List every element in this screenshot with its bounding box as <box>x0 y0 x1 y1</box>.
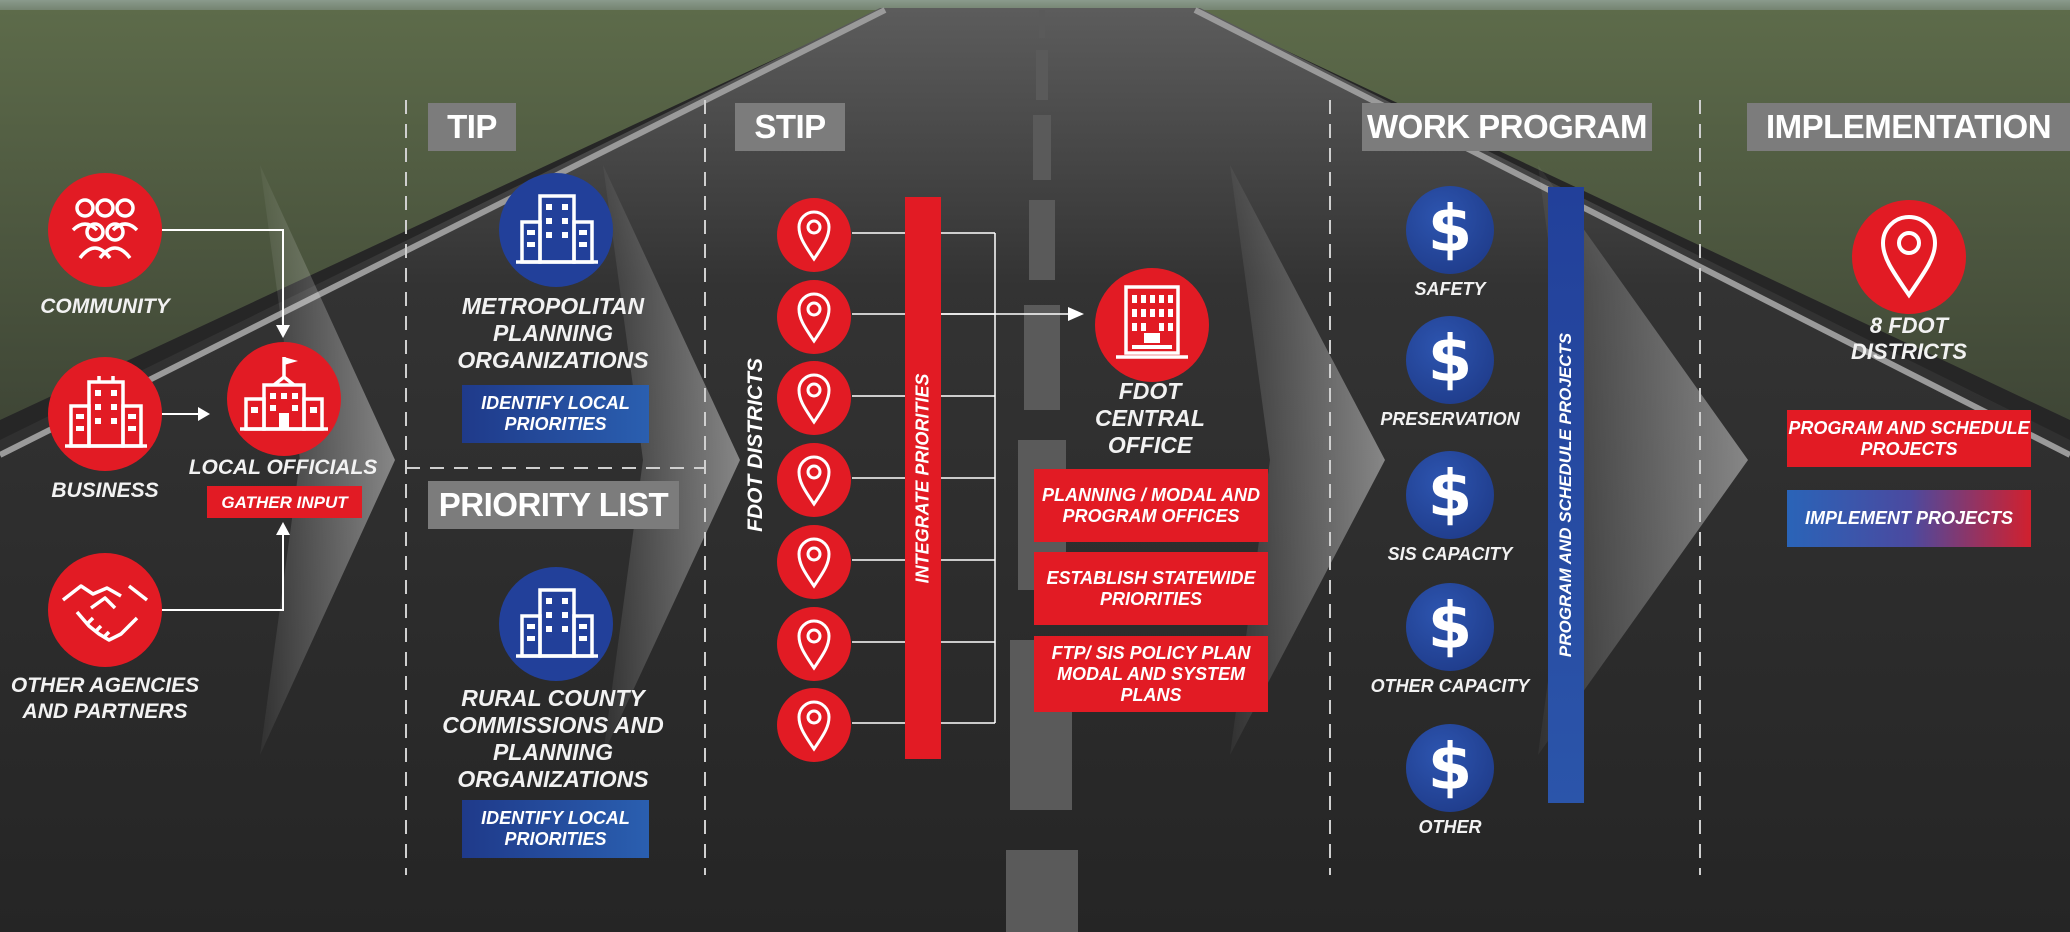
district-pin-icon <box>777 361 851 435</box>
fund-item: $ PRESERVATION <box>1360 310 1540 430</box>
flow-chevron-4 <box>1538 165 1748 755</box>
local-officials-label: LOCAL OFFICIALS <box>188 456 378 479</box>
district-pin-icon <box>777 198 851 272</box>
header-implementation: IMPLEMENTATION <box>1747 103 2070 151</box>
flow-chevron-1 <box>260 165 395 755</box>
district-pin-icon <box>777 607 851 681</box>
district-pin-icon <box>777 688 851 762</box>
stip-box-2: ESTABLISH STATEWIDE PRIORITIES <box>1034 552 1268 625</box>
dollar-icon: $ <box>1406 316 1494 404</box>
community-label: COMMUNITY <box>40 295 170 318</box>
implement-projects-box: IMPLEMENT PROJECTS <box>1787 490 2031 547</box>
dollar-icon: $ <box>1406 186 1494 274</box>
fund-item: $ OTHER <box>1360 718 1540 838</box>
community-icon <box>48 173 162 287</box>
central-office-building-icon <box>1095 268 1209 382</box>
integrate-priorities-label: INTEGRATE PRIORITIES <box>912 373 933 583</box>
program-schedule-bar: PROGRAM AND SCHEDULE PROJECTS <box>1548 187 1584 803</box>
rural-identify-priorities-box: IDENTIFY LOCAL PRIORITIES <box>462 800 649 858</box>
rural-building-icon <box>499 567 613 681</box>
program-schedule-projects-box: PROGRAM AND SCHEDULE PROJECTS <box>1787 410 2031 467</box>
government-building-icon <box>227 342 341 456</box>
other-agencies-label: OTHER AGENCIES AND PARTNERS <box>10 674 200 723</box>
fund-label: SIS CAPACITY <box>1387 544 1513 564</box>
fund-label: OTHER CAPACITY <box>1370 676 1530 696</box>
mpo-building-icon <box>499 173 613 287</box>
district-pin-icon <box>777 443 851 517</box>
handshake-icon <box>48 553 162 667</box>
implementation-pin-icon <box>1852 200 1966 314</box>
gather-input-box: GATHER INPUT <box>207 486 362 518</box>
dollar-icon: $ <box>1406 583 1494 671</box>
integrate-priorities-bar: INTEGRATE PRIORITIES <box>905 197 941 759</box>
header-priority-list: PRIORITY LIST <box>428 481 679 529</box>
fund-item: $ SAFETY <box>1360 180 1540 300</box>
fund-label: SAFETY <box>1414 279 1486 299</box>
mpo-identify-priorities-box: IDENTIFY LOCAL PRIORITIES <box>462 385 649 443</box>
district-pin-icon <box>777 525 851 599</box>
central-office-label: FDOT CENTRAL OFFICE <box>1095 378 1205 458</box>
header-tip: TIP <box>428 103 516 151</box>
header-stip: STIP <box>735 103 845 151</box>
fund-item: $ OTHER CAPACITY <box>1360 577 1540 697</box>
district-pin-icon <box>777 280 851 354</box>
business-icon <box>48 357 162 471</box>
business-label: BUSINESS <box>51 479 159 502</box>
fund-label: OTHER <box>1418 817 1482 837</box>
header-work-program: WORK PROGRAM <box>1362 103 1652 151</box>
funding-categories: $ SAFETY $ PRESERVATION $ SIS CAPACITY $ OTHER … <box>1360 180 1540 840</box>
mpo-label: METROPOLITAN PLANNING ORGANIZATIONS <box>457 293 649 373</box>
fund-item: $ SIS CAPACITY <box>1360 445 1540 565</box>
dollar-icon: $ <box>1406 724 1494 812</box>
fdot-districts-label: FDOT DISTRICTS <box>744 358 768 532</box>
flow-chevron-2 <box>603 165 740 755</box>
eight-districts-label: 8 FDOT DISTRICTS <box>1850 313 1968 364</box>
district-pins <box>776 197 854 763</box>
flow-chevron-3 <box>1230 165 1385 755</box>
stip-box-1: PLANNING / MODAL AND PROGRAM OFFICES <box>1034 469 1268 542</box>
fund-label: PRESERVATION <box>1380 409 1520 429</box>
rural-label: RURAL COUNTY COMMISSIONS AND PLANNING OR… <box>442 685 664 792</box>
program-schedule-label: PROGRAM AND SCHEDULE PROJECTS <box>1556 332 1576 658</box>
stip-box-3: FTP/ SIS POLICY PLAN MODAL AND SYSTEM PL… <box>1034 636 1268 712</box>
dollar-icon: $ <box>1406 451 1494 539</box>
fdot-districts-label-wrap: FDOT DISTRICTS <box>732 330 780 560</box>
